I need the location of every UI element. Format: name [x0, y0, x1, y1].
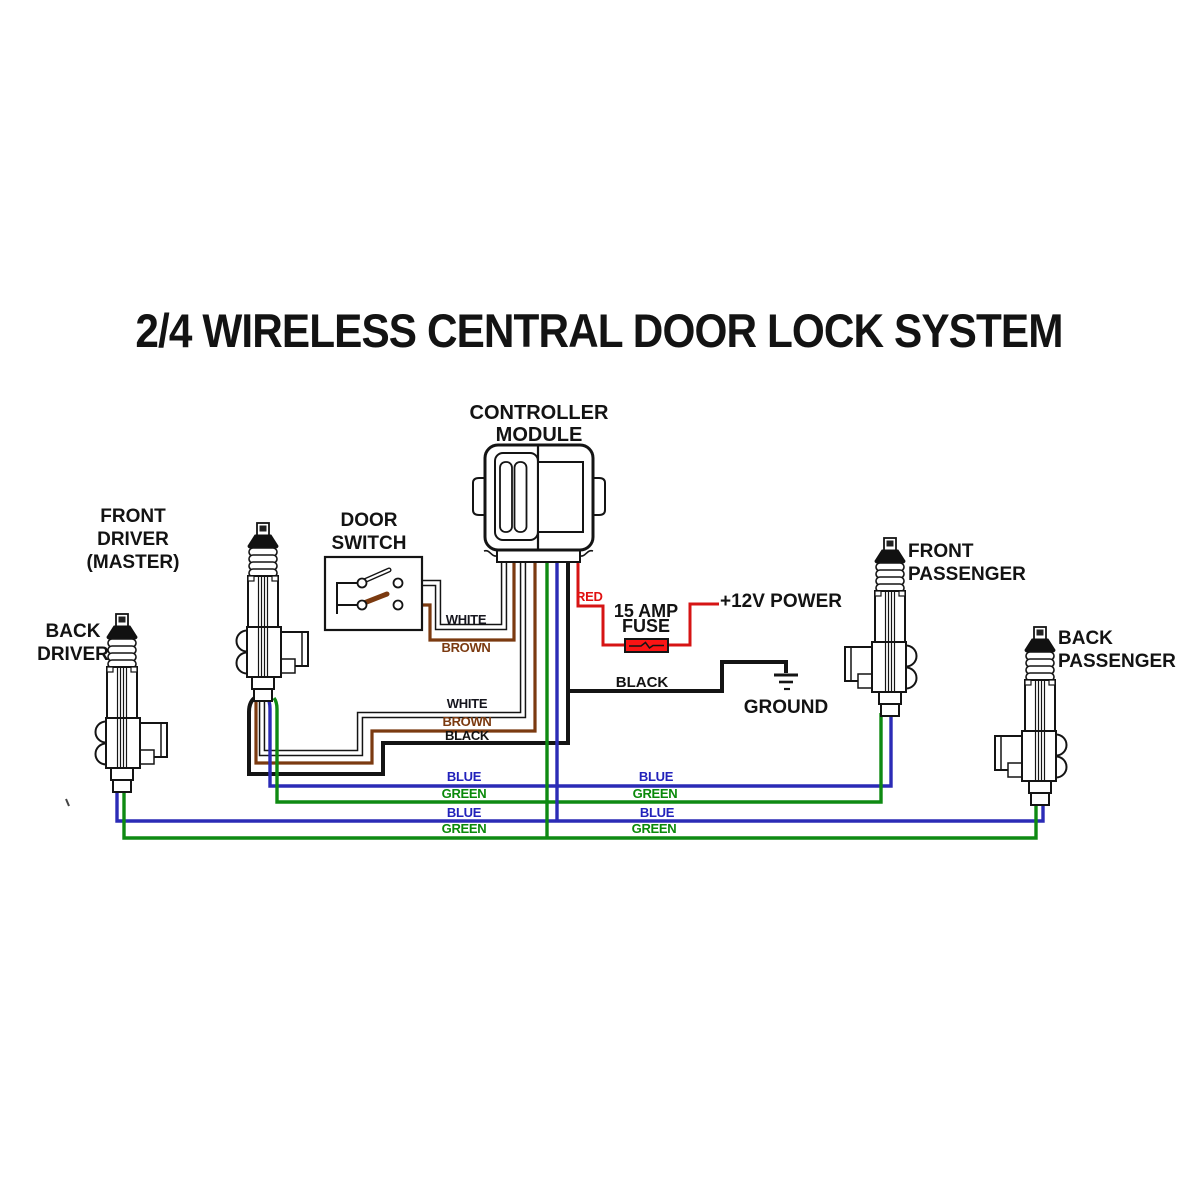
back-driver-label-line1: BACK	[45, 621, 101, 642]
actuator-front-passenger	[844, 537, 918, 717]
module-right-panel	[537, 461, 584, 533]
front-green-right-label: GREEN	[632, 786, 678, 801]
switch-white-label: WHITE	[445, 612, 487, 627]
switch-lever-bottom	[361, 591, 390, 606]
front-driver-label-line2: DRIVER	[97, 529, 169, 550]
module-connector-arc-right	[579, 549, 594, 557]
front-driver-label-line1: FRONT	[100, 506, 166, 527]
back-passenger-label: BACK PASSENGER	[1058, 627, 1176, 673]
master-brown-label: BROWN	[442, 714, 492, 729]
module-connector-arc-left	[483, 549, 498, 557]
front-driver-label-line3: (MASTER)	[86, 552, 180, 573]
red-wire-to-fuse	[576, 558, 625, 647]
module-slot	[499, 461, 513, 533]
door-switch-label: DOOR SWITCH	[332, 509, 407, 555]
module-tab-left	[472, 477, 487, 516]
front-driver-label: FRONT DRIVER (MASTER)	[87, 505, 180, 574]
controller-module	[472, 443, 606, 563]
front-passenger-label-line1: FRONT	[908, 541, 974, 562]
fuse-label-line1: 15 AMP	[613, 601, 679, 621]
back-driver-label-line2: DRIVER	[37, 644, 109, 665]
switch-contact	[392, 599, 404, 611]
red-wire-label: RED	[576, 589, 603, 604]
ground-label: GROUND	[743, 697, 829, 718]
black-ground-wire-label: BLACK	[615, 674, 669, 691]
fuse-15a	[624, 638, 669, 653]
switch-contact	[356, 599, 368, 611]
module-slot	[513, 461, 528, 533]
fuse-element-icon	[629, 641, 664, 650]
white-wire-to-master	[260, 558, 525, 755]
back-passenger-label-line1: BACK	[1058, 628, 1113, 649]
rear-green-right-label: GREEN	[631, 821, 677, 836]
switch-lever-top-fill	[362, 568, 391, 583]
stray-mark	[65, 798, 70, 807]
switch-contact	[356, 577, 368, 589]
fuse-label-line2: FUSE	[621, 616, 671, 636]
actuator-back-passenger	[994, 626, 1068, 806]
rear-blue-left-label: BLUE	[446, 805, 482, 820]
diagram-title: 2/4 WIRELESS CENTRAL DOOR LOCK SYSTEM	[135, 304, 1063, 357]
blue-wire-rear-doors	[115, 787, 1045, 823]
back-passenger-label-line2: PASSENGER	[1058, 651, 1176, 672]
wires	[115, 558, 1045, 840]
brown-wire-to-master	[254, 558, 537, 765]
controller-module-label-line2: MODULE	[495, 424, 583, 446]
front-passenger-label: FRONT PASSENGER	[908, 540, 1026, 586]
door-switch	[323, 555, 424, 632]
master-white-label: WHITE	[446, 696, 488, 711]
rear-blue-right-label: BLUE	[639, 805, 675, 820]
front-blue-right-label: BLUE	[638, 769, 674, 784]
rear-green-left-label: GREEN	[441, 821, 487, 836]
door-switch-label-line1: DOOR	[340, 510, 398, 531]
back-driver-label: BACK DRIVER	[37, 620, 109, 666]
front-passenger-label-line2: PASSENGER	[908, 564, 1026, 585]
front-green-left-label: GREEN	[441, 786, 487, 801]
power-label: +12V POWER	[720, 591, 842, 612]
controller-module-label-line1: CONTROLLER	[469, 402, 609, 424]
actuator-front-driver	[235, 522, 309, 702]
green-wire-front-doors	[272, 696, 883, 804]
red-wire-fuse-to-power	[668, 602, 719, 647]
controller-module-label: CONTROLLER MODULE	[470, 402, 609, 446]
front-blue-left-label: BLUE	[446, 769, 482, 784]
switch-brown-label: BROWN	[441, 640, 491, 655]
black-wire-to-ground	[568, 660, 788, 693]
white-wire-to-switch	[403, 558, 506, 629]
module-tab-right	[591, 477, 606, 516]
switch-contact	[392, 577, 404, 589]
fuse-label: 15 AMP FUSE	[613, 601, 679, 636]
switch-common-lead	[336, 582, 357, 614]
green-wire-rear-doors	[122, 787, 1038, 840]
ground-icon	[774, 673, 798, 691]
door-switch-label-line2: SWITCH	[331, 533, 407, 554]
master-black-label: BLACK	[445, 728, 489, 743]
